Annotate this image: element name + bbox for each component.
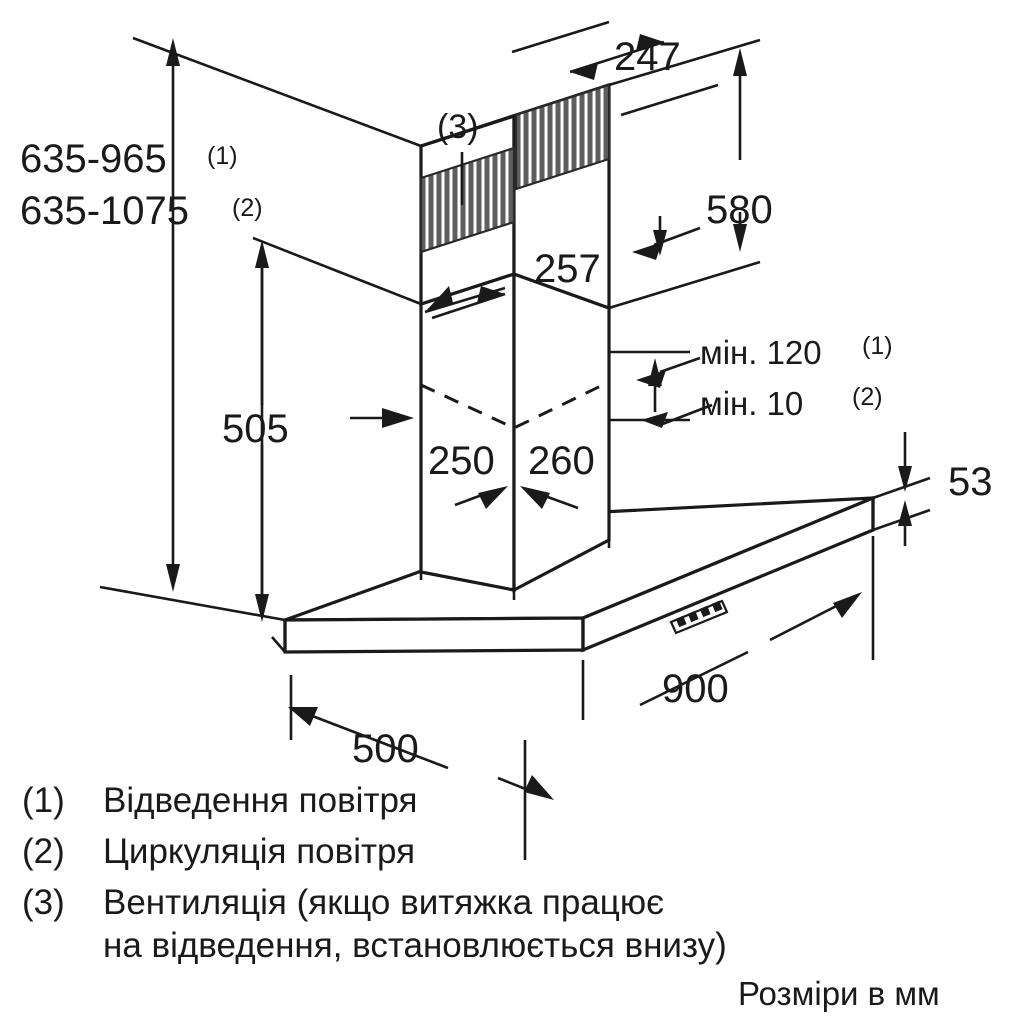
legend-marker-1: (1)	[22, 781, 65, 820]
dim-257-pointer	[632, 216, 701, 260]
control-button-1[interactable]	[675, 615, 687, 628]
dim-label-580: 580	[706, 188, 773, 232]
legend-text-3: Вентиляція (якщо витяжка працює	[103, 883, 664, 922]
vent-callout-label: (3)	[437, 108, 479, 146]
control-button-4[interactable]	[711, 600, 723, 613]
legend-text-2: Циркуляція повітря	[103, 832, 415, 871]
legend-marker-2: (2)	[22, 832, 65, 871]
dim-label-635-1075: 635-1075	[20, 189, 189, 233]
dim-label-min-120: мін. 120	[700, 334, 822, 371]
dim-ref-635-1075: (2)	[232, 194, 263, 222]
chimney-lower-right-face	[512, 271, 611, 593]
dim-ref-min-120: (1)	[862, 332, 893, 360]
dim-label-260: 260	[528, 439, 595, 483]
control-button-3[interactable]	[699, 605, 711, 618]
dim-ref-635-965: (1)	[207, 142, 238, 170]
extline-top-diagonal	[132, 36, 422, 306]
dim-ref-min-10: (2)	[852, 383, 883, 411]
dim-53	[872, 432, 931, 546]
extline-hood-diagonal	[99, 585, 286, 653]
dim-min-clearance	[609, 350, 713, 428]
dim-label-min-10: мін. 10	[700, 385, 803, 422]
hood-front-left-face	[283, 616, 585, 654]
dim-257	[424, 286, 506, 320]
dim-label-900: 900	[662, 667, 729, 711]
dim-label-635-965: 635-965	[20, 137, 167, 181]
units-note: Розміри в мм	[738, 975, 940, 1012]
hood-edge-lines	[283, 498, 875, 652]
legend-text-1: Відведення повітря	[103, 781, 418, 820]
dim-900	[639, 536, 875, 707]
dim-580	[608, 38, 761, 310]
legend-marker-3: (3)	[22, 883, 65, 922]
dim-label-247: 247	[614, 35, 681, 79]
hood-control-panel[interactable]	[669, 599, 729, 635]
dim-500	[288, 660, 585, 860]
dim-label-250: 250	[428, 439, 495, 483]
chimney-hidden-edges	[420, 380, 610, 430]
dim-label-257: 257	[534, 247, 601, 291]
legend-text-3-cont: на відведення, встановлюється внизу)	[103, 926, 727, 965]
dim-247	[511, 20, 719, 117]
chimney-lower-left-face	[419, 271, 516, 592]
dim-label-53: 53	[948, 460, 993, 504]
dim-label-505: 505	[222, 407, 289, 451]
legend-block: (1) Відведення повітря (2) Циркуляція по…	[22, 781, 727, 965]
dim-250-260	[350, 356, 701, 600]
control-button-2[interactable]	[687, 610, 699, 623]
hood-canopy	[283, 495, 875, 654]
dim-height-exhaust	[166, 38, 180, 592]
dim-label-500: 500	[352, 727, 419, 771]
